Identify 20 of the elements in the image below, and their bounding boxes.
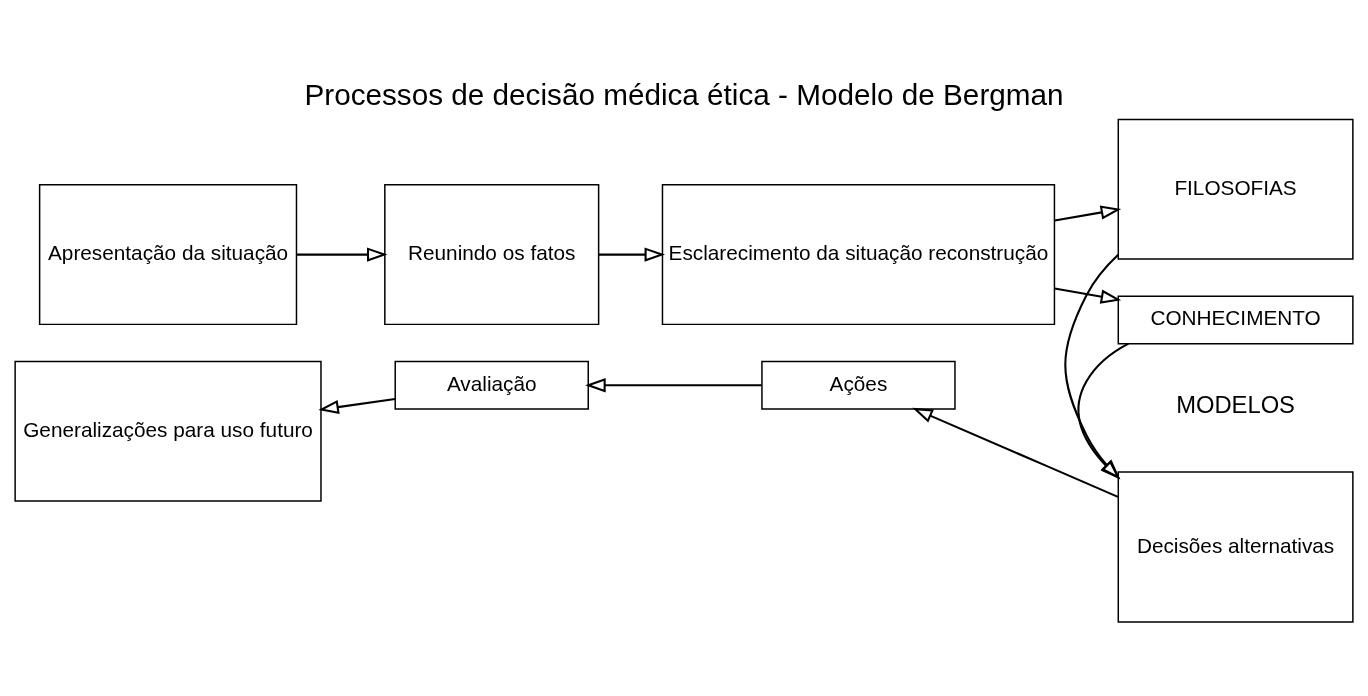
diagram-title: Processos de decisão médica ética - Modelo de Bergman bbox=[304, 77, 1064, 111]
node-box: Generalizações para uso futuro bbox=[14, 360, 322, 502]
arrow bbox=[296, 246, 388, 262]
node-box: Ações bbox=[761, 360, 956, 410]
arrow bbox=[1077, 342, 1129, 480]
node-box: Decisões alternativas bbox=[1117, 470, 1354, 623]
arrow bbox=[1054, 204, 1122, 222]
arrow bbox=[1054, 287, 1122, 304]
arrow bbox=[1064, 253, 1121, 479]
arrow bbox=[318, 397, 396, 414]
node-box: CONHECIMENTO bbox=[1117, 294, 1354, 344]
node-box: FILOSOFIAS bbox=[1117, 118, 1354, 260]
node-box: Esclarecimento da situação reconstrução bbox=[661, 183, 1056, 325]
label: MODELOS bbox=[1176, 390, 1295, 418]
arrow bbox=[585, 377, 762, 392]
node-box: Apresentação da situação bbox=[38, 183, 298, 325]
arrow bbox=[598, 246, 666, 262]
node-box: Reunindo os fatos bbox=[384, 183, 600, 325]
node-box: Avaliação bbox=[394, 360, 589, 410]
arrow bbox=[912, 407, 1119, 498]
